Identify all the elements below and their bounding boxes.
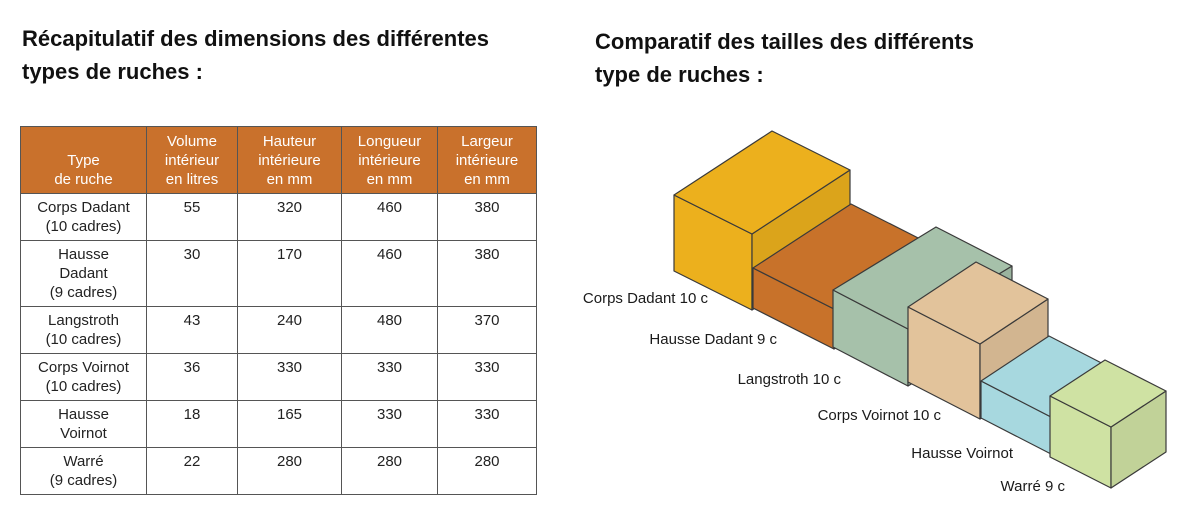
label-langstroth: Langstroth 10 c [738, 371, 842, 388]
cell-type: Corps Voirnot (10 cadres) [20, 353, 147, 401]
label-hausse-dadant: Hausse Dadant 9 c [649, 331, 777, 348]
box-top-face [673, 130, 851, 235]
box-top-face [832, 226, 1013, 330]
header-type: Type de ruche [20, 126, 147, 194]
table-row: Hausse Dadant (9 cadres) 30 170 460 380 [20, 240, 537, 307]
cell-type: Hausse Voirnot [20, 400, 147, 448]
cell-volume: 30 [146, 240, 238, 307]
table-title: Récapitulatif des dimensions des différe… [22, 26, 490, 84]
cell-type: Langstroth (10 cadres) [20, 306, 147, 354]
hive-box-warre [1049, 359, 1167, 489]
table-row: Langstroth (10 cadres) 43 240 480 370 [20, 306, 537, 354]
cell-volume: 55 [146, 193, 238, 241]
header-hauteur: Hauteur intérieure en mm [237, 126, 342, 194]
cell-largeur: 380 [437, 193, 537, 241]
cell-hauteur: 165 [237, 400, 342, 448]
cell-volume: 18 [146, 400, 238, 448]
cell-largeur: 330 [437, 400, 537, 448]
label-corps-dadant: Corps Dadant 10 c [583, 290, 709, 307]
cell-longueur: 330 [341, 400, 438, 448]
cell-hauteur: 240 [237, 306, 342, 354]
label-hausse-voirnot: Hausse Voirnot [911, 445, 1014, 462]
box-top-face [1049, 359, 1167, 428]
table-row: Hausse Voirnot 18 165 330 330 [20, 400, 537, 448]
cell-longueur: 480 [341, 306, 438, 354]
label-corps-voirnot: Corps Voirnot 10 c [818, 407, 942, 424]
cell-volume: 36 [146, 353, 238, 401]
table-header-row: Type de ruche Volume intérieur en litres… [20, 126, 537, 194]
header-volume: Volume intérieur en litres [146, 126, 238, 194]
table-row: Corps Dadant (10 cadres) 55 320 460 380 [20, 193, 537, 241]
cell-longueur: 330 [341, 353, 438, 401]
hive-size-comparison: Corps Dadant 10 c Hausse Dadant 9 c Lang… [583, 130, 1167, 495]
cell-longueur: 460 [341, 193, 438, 241]
header-largeur: Largeur intérieure en mm [437, 126, 537, 194]
cell-hauteur: 280 [237, 447, 342, 495]
cell-type: Warré (9 cadres) [20, 447, 147, 495]
cell-hauteur: 320 [237, 193, 342, 241]
cell-hauteur: 330 [237, 353, 342, 401]
label-warre: Warré 9 c [1001, 478, 1066, 495]
cell-largeur: 370 [437, 306, 537, 354]
table-row: Warré (9 cadres) 22 280 280 280 [20, 447, 537, 495]
cell-type: Hausse Dadant (9 cadres) [20, 240, 147, 307]
cell-longueur: 280 [341, 447, 438, 495]
table-row: Corps Voirnot (10 cadres) 36 330 330 330 [20, 353, 537, 401]
cell-hauteur: 170 [237, 240, 342, 307]
cell-largeur: 280 [437, 447, 537, 495]
cell-largeur: 330 [437, 353, 537, 401]
cell-volume: 43 [146, 306, 238, 354]
header-longueur: Longueur intérieure en mm [341, 126, 438, 194]
comparison-title: Comparatif des tailles des différents ty… [595, 29, 974, 87]
cell-longueur: 460 [341, 240, 438, 307]
cell-type: Corps Dadant (10 cadres) [20, 193, 147, 241]
box-top-face [907, 261, 1049, 345]
cell-volume: 22 [146, 447, 238, 495]
hive-dimensions-table: Type de ruche Volume intérieur en litres… [20, 126, 537, 495]
cell-largeur: 380 [437, 240, 537, 307]
